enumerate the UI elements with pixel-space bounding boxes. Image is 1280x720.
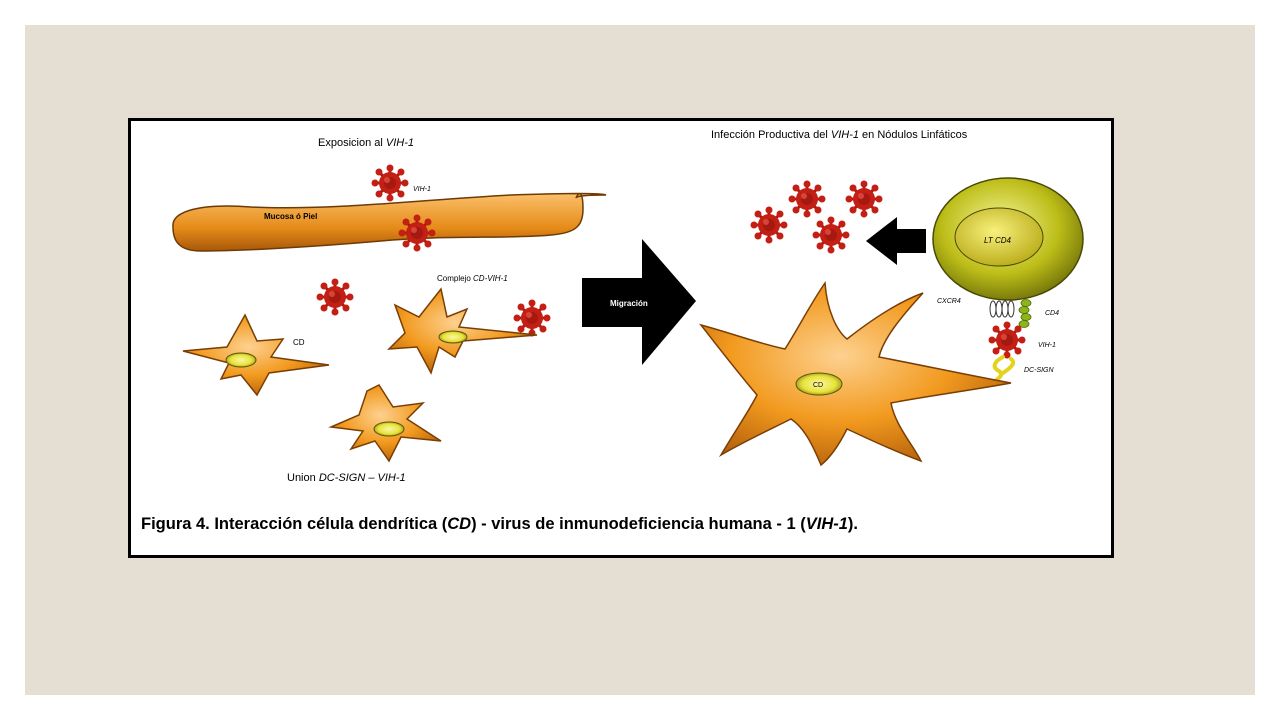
virus-particle	[787, 179, 827, 219]
complex-label: Complejo CD-VIH-1	[437, 274, 508, 283]
diagram-svg: Exposicion al VIH-1 Infección Productiva…	[172, 129, 1084, 484]
figure-frame: Exposicion al VIH-1 Infección Productiva…	[128, 118, 1114, 558]
cxcr4-label: CXCR4	[937, 298, 961, 305]
cd-label-left: CD	[293, 338, 305, 347]
virus-particle	[987, 320, 1027, 360]
virus-particle	[844, 179, 884, 219]
virus-particle	[749, 205, 789, 245]
cd-label-large: CD	[813, 382, 823, 389]
virus-label-right: VIH-1	[1038, 342, 1056, 349]
mucosa-band	[172, 192, 607, 252]
cell-nucleus	[225, 352, 257, 368]
virus-particle	[315, 277, 355, 317]
dendritic-cell-large	[699, 280, 1012, 467]
lt-cd4-label: LT CD4	[984, 236, 1012, 245]
virus-particle	[397, 213, 437, 253]
dendritic-cell-middle	[387, 287, 538, 375]
cxcr4-receptor	[989, 300, 1015, 318]
virus-particle	[811, 215, 851, 255]
cell-nucleus	[438, 330, 468, 344]
cell-nucleus	[373, 421, 405, 437]
dc-sign-receptor	[991, 355, 1016, 385]
virus-particle	[512, 298, 552, 338]
release-arrow	[866, 217, 926, 265]
mucosa-label: Mucosa ó Piel	[264, 212, 317, 221]
virus-label: VIH-1	[413, 186, 431, 193]
exposure-title: Exposicion al VIH-1	[318, 137, 414, 149]
productive-infection-title: Infección Productiva del VIH-1 en Nódulo…	[711, 129, 968, 141]
cd4-label: CD4	[1045, 310, 1059, 317]
migration-label: Migración	[610, 299, 648, 308]
lymphocyte-nucleus	[954, 207, 1044, 267]
dendritic-cell-left	[182, 313, 330, 397]
migration-arrow	[582, 239, 696, 365]
virus-particle	[370, 163, 410, 203]
cell-nucleus	[795, 372, 843, 396]
dc-sign-label: DC-SIGN	[1024, 367, 1055, 374]
figure-caption: Figura 4. Interacción célula dendrítica …	[141, 515, 859, 533]
cd4-receptor	[1018, 299, 1032, 328]
union-label: Union DC-SIGN – VIH-1	[287, 472, 406, 484]
